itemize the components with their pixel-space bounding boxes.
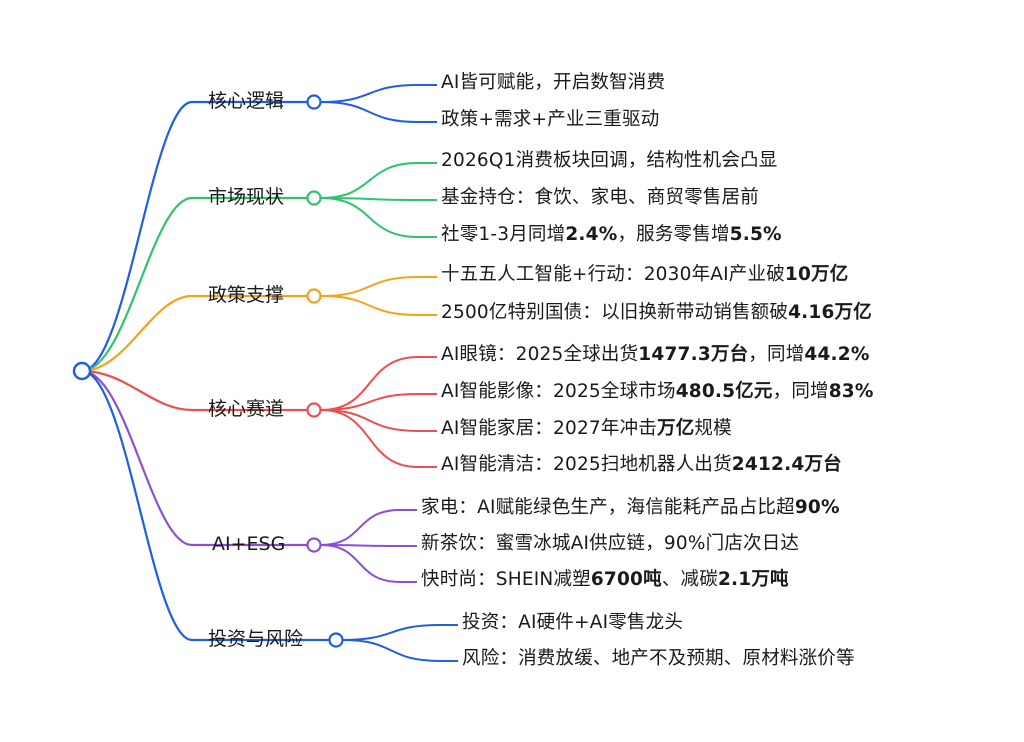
root-branch-edge [81, 369, 336, 642]
branch-leaf-edge [320, 409, 437, 468]
leaf-label: 基金持仓：食饮、家电、商贸零售居前 [441, 185, 759, 211]
branch-leaf-edge [320, 197, 437, 238]
leaf-text-bold: 万亿 [657, 418, 695, 439]
leaf-text: 家电：AI赋能绿色生产，海信能耗产品占比超 [421, 497, 795, 518]
branch-label: 市场现状 [208, 186, 285, 208]
leaf-text-bold: 5.5% [729, 224, 782, 245]
branch-leaf-edge [320, 544, 417, 583]
leaf-text: 十五五人工智能+行动：2030年AI产业破 [441, 264, 785, 285]
branch-leaf-edge [320, 409, 437, 432]
root-branch-edge [81, 294, 314, 373]
root-branch-edge [81, 196, 314, 373]
branch-label: 核心逻辑 [208, 90, 285, 112]
leaf-text-bold: 4.16万亿 [788, 302, 872, 323]
branch-node[interactable] [306, 94, 322, 110]
leaf-text-bold: 90% [794, 497, 840, 518]
branch-leaf-edge [320, 101, 437, 123]
leaf-text-bold: 2412.4万台 [731, 454, 842, 475]
branch-label: AI+ESG [212, 533, 286, 555]
branch-leaf-edge [342, 639, 458, 662]
leaf-label: 2026Q1消费板块回调，结构性机会凸显 [441, 148, 777, 174]
leaf-label: AI智能家居：2027年冲击万亿规模 [441, 416, 732, 442]
leaf-label: 风险：消费放缓、地产不及预期、原材料涨价等 [462, 646, 855, 672]
branch-leaf-edge [320, 295, 437, 316]
leaf-label: 社零1-3月同增2.4%，服务零售增5.5% [441, 222, 782, 248]
root-branch-edge [81, 100, 314, 373]
leaf-text: ，同增 [772, 381, 829, 402]
branch-leaf-edge [320, 544, 417, 547]
leaf-label: 快时尚：SHEIN减塑6700吨、减碳2.1万吨 [421, 567, 789, 593]
root-branch-edge [81, 369, 314, 547]
branch-leaf-edge [320, 393, 437, 411]
branch-label: 投资与风险 [208, 628, 304, 650]
branch-node[interactable] [306, 537, 322, 553]
branch-label: 政策支撑 [208, 284, 285, 306]
leaf-text: AI智能清洁：2025扫地机器人出货 [441, 454, 732, 475]
branch-leaf-edge [320, 162, 437, 199]
leaf-text: 风险：消费放缓、地产不及预期、原材料涨价等 [462, 648, 855, 669]
leaf-text: 社零1-3月同增 [441, 224, 566, 245]
branch-leaf-edge [320, 84, 437, 103]
leaf-text-bold: 2.1万吨 [717, 569, 789, 590]
branch-leaf-edge [320, 276, 437, 297]
leaf-text: 新茶饮：蜜雪冰城AI供应链，90%门店次日达 [421, 533, 800, 554]
leaf-text: ，服务零售增 [617, 224, 730, 245]
leaf-text-bold: 83% [828, 381, 874, 402]
leaf-label: AI智能影像：2025全球市场480.5亿元，同增83% [441, 379, 874, 405]
leaf-label: 投资：AI硬件+AI零售龙头 [462, 610, 683, 636]
branch-leaf-edge [320, 197, 437, 201]
leaf-text-bold: 1477.3万台 [638, 344, 749, 365]
leaf-text-bold: 2.4% [565, 224, 618, 245]
leaf-text: 规模 [694, 418, 732, 439]
leaf-label: AI眼镜：2025全球出货1477.3万台，同增44.2% [441, 342, 870, 368]
leaf-text: 2500亿特别国债：以旧换新带动销售额破 [441, 302, 789, 323]
leaf-text: 政策+需求+产业三重驱动 [441, 109, 660, 130]
leaf-text-bold: 480.5亿元 [675, 381, 773, 402]
root-branch-edge [81, 369, 314, 412]
leaf-text-bold: 10万亿 [784, 264, 849, 285]
leaf-text: AI智能影像：2025全球市场 [441, 381, 676, 402]
leaf-text: 2026Q1消费板块回调，结构性机会凸显 [441, 150, 778, 171]
branch-node[interactable] [328, 632, 344, 648]
leaf-text: ，同增 [748, 344, 805, 365]
branch-label: 核心赛道 [208, 398, 285, 420]
branch-node[interactable] [306, 190, 322, 206]
leaf-label: 家电：AI赋能绿色生产，海信能耗产品占比超90% [421, 495, 840, 521]
leaf-text: AI智能家居：2027年冲击 [441, 418, 657, 439]
leaf-label: 政策+需求+产业三重驱动 [441, 107, 659, 133]
branch-leaf-edge [342, 624, 458, 641]
leaf-text-bold: 6700吨 [590, 569, 662, 590]
leaf-text: AI眼镜：2025全球出货 [441, 344, 639, 365]
branch-node[interactable] [306, 288, 322, 304]
leaf-label: 2500亿特别国债：以旧换新带动销售额破4.16万亿 [441, 300, 872, 326]
leaf-text: AI皆可赋能，开启数智消费 [441, 72, 666, 93]
mind-map-edges [81, 84, 458, 662]
branch-leaf-edge [320, 509, 417, 546]
branch-leaf-edge [320, 356, 437, 411]
leaf-text: 基金持仓：食饮、家电、商贸零售居前 [441, 187, 759, 208]
leaf-text-bold: 44.2% [804, 344, 870, 365]
leaf-label: 新茶饮：蜜雪冰城AI供应链，90%门店次日达 [421, 531, 799, 557]
mind-map-nodes [72, 94, 344, 648]
leaf-label: AI皆可赋能，开启数智消费 [441, 70, 665, 96]
leaf-label: 十五五人工智能+行动：2030年AI产业破10万亿 [441, 262, 848, 288]
leaf-label: AI智能清洁：2025扫地机器人出货2412.4万台 [441, 452, 842, 478]
leaf-text: 、减碳 [661, 569, 718, 590]
root-node[interactable] [72, 361, 92, 381]
leaf-text: 快时尚：SHEIN减塑 [421, 569, 591, 590]
branch-node[interactable] [306, 402, 322, 418]
leaf-text: 投资：AI硬件+AI零售龙头 [462, 612, 684, 633]
